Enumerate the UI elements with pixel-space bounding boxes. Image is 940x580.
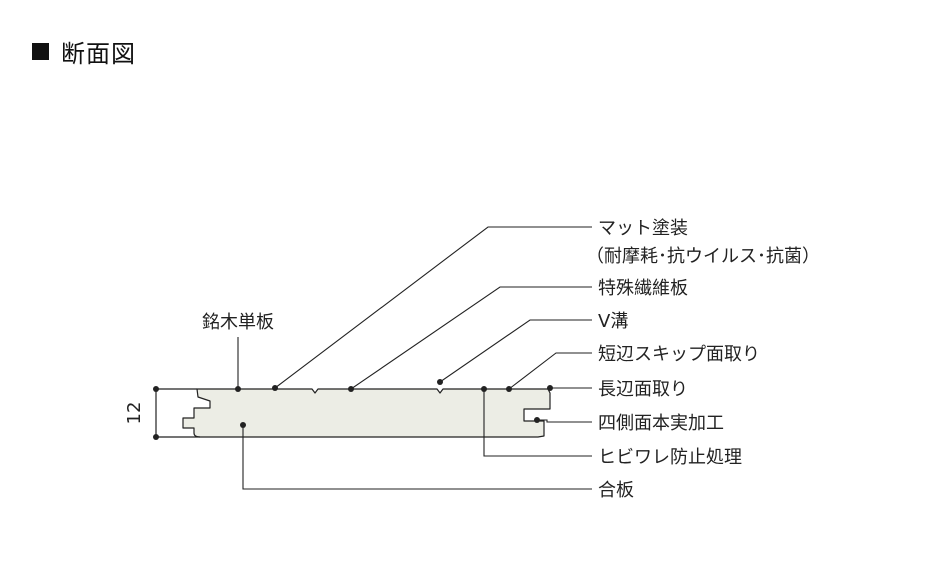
leader-matte-coating (274, 226, 592, 389)
dot-tongue-groove (534, 417, 540, 423)
dot-crack-prevention (481, 386, 487, 392)
dot-long-edge-chamfer (547, 385, 553, 391)
label-v-groove: V溝 (598, 311, 628, 332)
thickness-dimension (155, 388, 200, 438)
leader-short-edge-chamfer (508, 352, 592, 390)
dot-matte-coating (272, 385, 278, 391)
label-long-edge-chamfer: 長辺面取り (598, 379, 688, 400)
leader-plywood (242, 425, 592, 490)
dimension-dot-top (153, 386, 159, 392)
label-special-fiberboard: 特殊繊維板 (598, 278, 688, 299)
dimension-dot-bottom (153, 434, 159, 440)
leader-v-groove (439, 319, 592, 383)
label-short-edge-chamfer: 短辺スキップ面取り (598, 344, 760, 365)
dot-v-groove (437, 379, 443, 385)
label-tongue-groove: 四側面本実加工 (598, 413, 724, 434)
label-veneer: 銘木単板 (202, 312, 274, 333)
label-plywood: 合板 (598, 480, 634, 501)
label-matte-coating: マット塗装 (598, 217, 688, 239)
dot-special-fiberboard (348, 386, 354, 392)
section-heading: 断面図 (32, 34, 136, 69)
leader-special-fiberboard (350, 286, 592, 390)
label-matte-coating-sub: （耐摩耗･抗ウイルス･抗菌） (586, 246, 820, 267)
leader-tongue-groove (537, 419, 592, 423)
section-title: 断面図 (61, 40, 136, 68)
dot-veneer (235, 386, 241, 392)
board-cross-section (182, 388, 551, 438)
leader-crack-prevention (483, 389, 592, 457)
dot-plywood (240, 422, 246, 428)
square-bullet-icon (32, 43, 49, 60)
thickness-label: 12 (124, 402, 145, 425)
label-crack-prevention: ヒビワレ防止処理 (598, 447, 742, 468)
dot-short-edge-chamfer (506, 386, 512, 392)
